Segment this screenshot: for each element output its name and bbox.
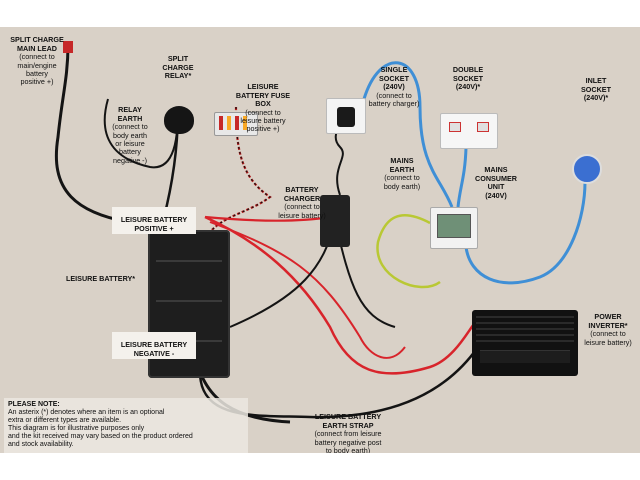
mains-earth-wire (376, 214, 441, 289)
label-double-socket: DOUBLE SOCKET (240V)* (452, 65, 484, 92)
wiring-diagram: SPLIT CHARGE MAIN LEAD (connect to main/… (0, 27, 640, 453)
mains-cable-single-socket (362, 61, 454, 208)
label-leisure-battery-earth-strap: LEISURE BATTERY EARTH STRAP (connect fro… (314, 412, 382, 453)
main-lead-terminal (63, 41, 73, 53)
battery-charger (320, 195, 350, 247)
note-line: This diagram is for illustrative purpose… (8, 425, 145, 433)
label-inlet-socket: INLET SOCKET (240V)* (581, 76, 611, 103)
note-line: and stock availability. (8, 441, 74, 449)
wire-layer (54, 41, 587, 424)
mains-cable-double-socket (456, 147, 468, 208)
mains-consumer-unit (430, 207, 478, 249)
split-charge-relay (164, 106, 194, 134)
label-power-inverter: POWER INVERTER* (connect to leisure batt… (584, 312, 632, 347)
inlet-socket (572, 154, 602, 184)
label-mains-earth: MAINS EARTH (connect to body earth) (383, 156, 421, 191)
split-charge-main-lead-wire (54, 44, 151, 227)
note-heading: PLEASE NOTE: (8, 401, 60, 408)
red-wire-2 (209, 221, 406, 359)
note-line: and the kit received may vary based on t… (8, 433, 193, 441)
label-leisure-battery-positive: LEISURE BATTERY POSITIVE + (112, 207, 196, 235)
label-split-charge-relay: SPLIT CHARGE RELAY* (162, 54, 194, 81)
note-line: An asterix (*) denotes where an item is … (8, 409, 165, 417)
label-leisure-battery-negative: LEISURE BATTERY NEGATIVE - (112, 332, 196, 360)
label-battery-charger: BATTERY CHARGER (connect to leisure batt… (278, 185, 326, 220)
label-relay-earth: RELAY EARTH (connect to body earth or le… (112, 105, 148, 165)
double-socket (440, 113, 498, 149)
please-note: PLEASE NOTE: An asterix (*) denotes wher… (4, 398, 248, 453)
battery-positive-wire (204, 215, 476, 375)
single-socket (326, 98, 366, 134)
mains-cable-inlet (464, 181, 587, 285)
note-line: extra or different types are available. (8, 417, 122, 425)
fuse-box (214, 112, 258, 136)
label-split-charge-main-lead: SPLIT CHARGE MAIN LEAD (connect to main/… (10, 35, 64, 87)
label-leisure-battery: LEISURE BATTERY* (66, 274, 136, 284)
label-leisure-battery-fuse-box: LEISURE BATTERY FUSE BOX (connect to lei… (235, 82, 291, 134)
label-mains-consumer-unit: MAINS CONSUMER UNIT (240V) (475, 165, 517, 200)
charger-positive-wire (204, 215, 331, 222)
label-single-socket: SINGLE SOCKET (240V) (connect to battery… (368, 65, 420, 109)
power-inverter (472, 310, 578, 376)
